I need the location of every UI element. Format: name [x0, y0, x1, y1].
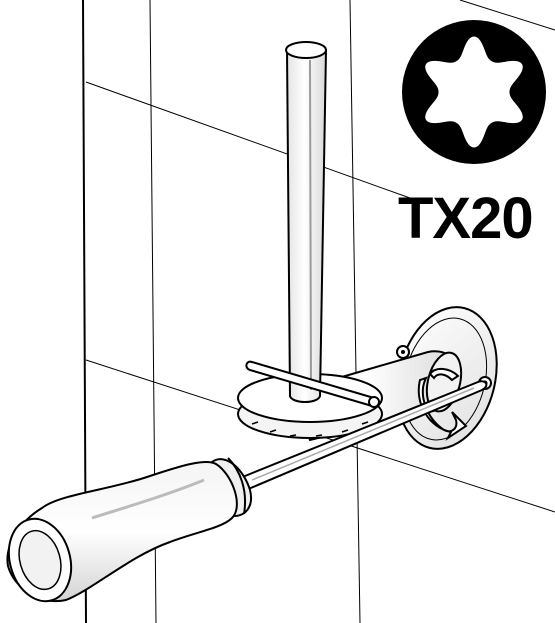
base-disc	[237, 373, 383, 439]
tile-horizontal-line	[85, 81, 411, 199]
vertical-rod	[285, 41, 328, 403]
tile-horizontal-line	[459, 0, 555, 31]
cross-pin	[245, 360, 380, 408]
screwdriver-shaft	[238, 380, 488, 492]
tile-vertical-line	[349, 0, 361, 623]
torx-size-label: TX20	[398, 186, 534, 251]
screwdriver-handle	[6, 460, 238, 603]
torx-star-icon	[402, 20, 546, 164]
